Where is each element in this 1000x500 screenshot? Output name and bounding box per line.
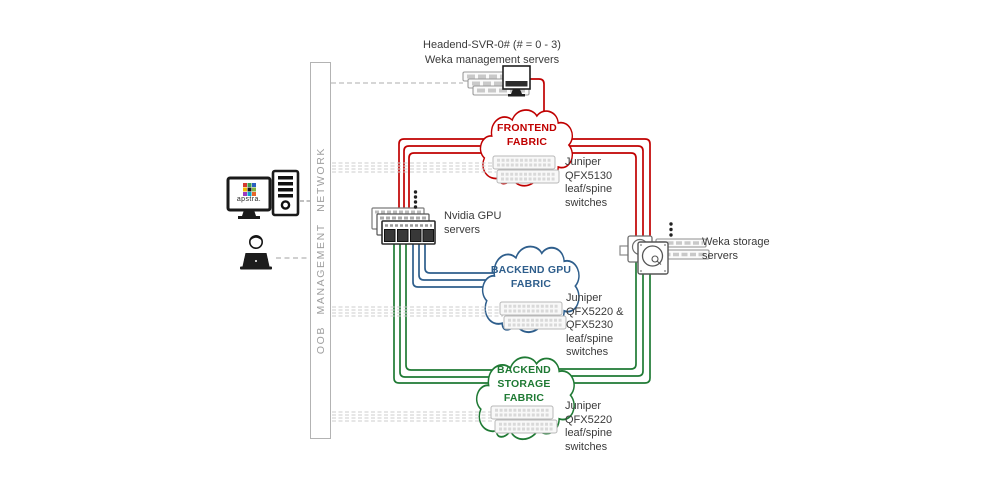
link-gpu-storage-1 (405, 238, 520, 371)
qfx5130-switches-icon (493, 156, 559, 183)
headend-servers-icon (461, 65, 531, 97)
link-weka-storage-2 (545, 260, 644, 377)
oob-bar-label: OOB MANAGEMENT NETWORK (314, 146, 327, 355)
link-headend-frontend (530, 78, 545, 122)
link-weka-storage-3 (545, 260, 651, 384)
disk-drive-front-icon (637, 241, 669, 275)
qfx5130-switches-label: Juniper QFX5130 leaf/spine switches (565, 156, 613, 209)
qfx5220-switches-icon (491, 406, 557, 433)
operator-laptop-icon (240, 235, 272, 270)
headend-servers-label: Headend-SVR-0# (# = 0 - 3) Weka manageme… (423, 39, 561, 66)
link-gpu-backendgpu-2 (418, 238, 520, 281)
apstra-monitor-icon (226, 176, 272, 219)
apstra-logo-text: apstra. (236, 196, 262, 203)
headend-monitor-icon (502, 65, 531, 97)
storage-servers-ellipsis-dots (669, 222, 673, 237)
link-gpu-storage-3 (393, 238, 520, 384)
link-gpu-storage-2 (399, 238, 520, 378)
nvidia-gpu-servers-icon (371, 207, 436, 245)
nvidia-gpu-servers-label: Nvidia GPU servers (444, 210, 502, 236)
backend-gpu-fabric-title: BACKEND GPU FABRIC (490, 264, 572, 290)
backend-storage-fabric-title: BACKEND STORAGE FABRIC (497, 364, 551, 404)
oob-links-backend-gpu-switches (332, 306, 503, 317)
qfx5220-storage-switches-label: Juniper QFX5220 leaf/spine switches (565, 400, 613, 453)
weka-storage-servers-label: Weka storage servers (702, 236, 770, 262)
oob-links-backend-storage-switches (332, 411, 494, 422)
oob-management-network-bar: OOB MANAGEMENT NETWORK (310, 62, 331, 439)
link-gpu-backendgpu-1 (424, 238, 520, 274)
link-weka-storage-1 (545, 260, 637, 370)
gpu-servers-ellipsis-dots (413, 190, 418, 209)
link-gpu-backendgpu-3 (412, 238, 520, 288)
weka-storage-servers-icon (619, 235, 710, 275)
backend-storage-fabric-links (393, 238, 651, 384)
apstra-tower-icon (271, 169, 300, 217)
oob-links-frontend-switches (332, 162, 496, 173)
frontend-fabric-title: FRONTEND FABRIC (497, 122, 557, 148)
qfx5220-qfx5230-switches-icon (500, 302, 566, 329)
apstra-logo-icon (243, 183, 256, 196)
qfx5220-qfx5230-switches-label: Juniper QFX5220 & QFX5230 leaf/spine swi… (566, 292, 624, 358)
backend-gpu-fabric-links (412, 238, 520, 288)
